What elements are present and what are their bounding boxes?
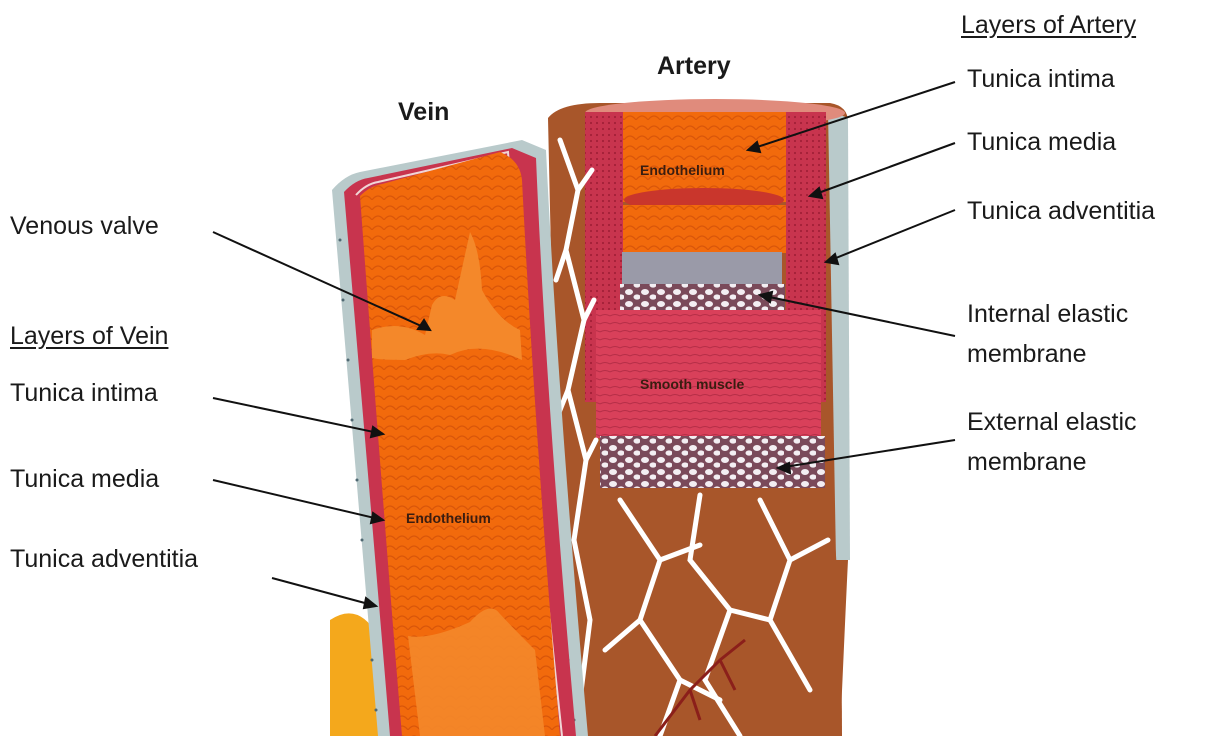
vein-model (330, 140, 588, 736)
heading-layers-of-artery: Layers of Artery (961, 9, 1136, 43)
artery-intima-layer (623, 205, 786, 253)
artery-elastic-band (622, 252, 782, 284)
label-artery-tunica-adventitia: Tunica adventitia (967, 195, 1155, 229)
label-artery-tunica-intima: Tunica intima (967, 63, 1115, 97)
label-internal-elastic-line2: membrane (967, 338, 1087, 372)
artery-external-elastic (600, 436, 825, 488)
label-vein-tunica-intima: Tunica intima (10, 377, 158, 411)
label-vein-tunica-adventitia: Tunica adventitia (10, 543, 198, 577)
vein-title: Vein (398, 96, 449, 130)
label-external-elastic-line1: External elastic (967, 406, 1137, 440)
heading-layers-of-vein: Layers of Vein (10, 320, 168, 354)
label-internal-elastic-line1: Internal elastic (967, 298, 1128, 332)
label-artery-endothelium: Endothelium (640, 162, 725, 178)
artery-title: Artery (657, 50, 731, 84)
label-smooth-muscle: Smooth muscle (640, 376, 744, 392)
label-external-elastic-line2: membrane (967, 446, 1087, 480)
artery-smooth-muscle (596, 310, 821, 438)
artery-internal-elastic (620, 284, 785, 314)
label-venous-valve: Venous valve (10, 210, 159, 244)
label-artery-tunica-media: Tunica media (967, 126, 1116, 160)
label-vein-endothelium: Endothelium (406, 510, 491, 526)
artery-model (548, 99, 850, 736)
label-vein-tunica-media: Tunica media (10, 463, 159, 497)
